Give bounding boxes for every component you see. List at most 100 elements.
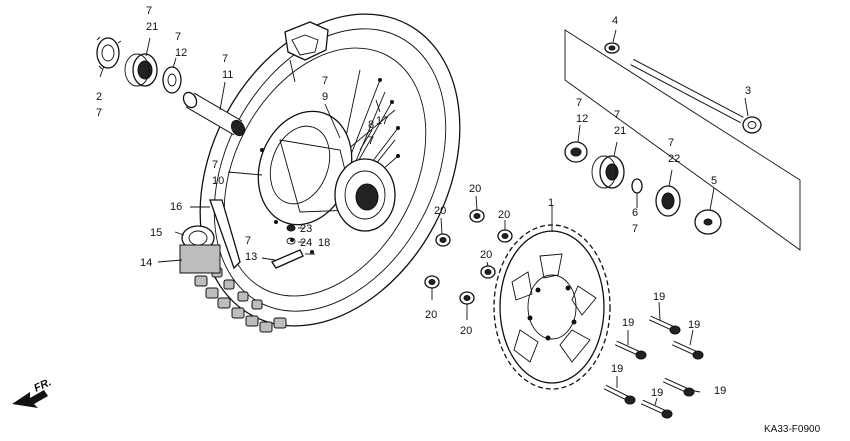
callout-20b: 20	[434, 205, 446, 217]
callout-17: 17	[376, 115, 388, 127]
o-ring	[631, 178, 643, 194]
callout-line: 9	[322, 91, 328, 103]
leader-lines	[99, 29, 749, 406]
callout-line: 21	[146, 21, 158, 33]
callout-line: 7	[614, 109, 620, 121]
valve-parts	[271, 224, 304, 269]
axle	[630, 58, 762, 134]
side-collar	[694, 209, 722, 235]
distance-collar	[182, 91, 246, 137]
callout-line: 12	[576, 113, 588, 125]
callout-18: 18	[318, 237, 330, 249]
callout-20c: 20	[498, 209, 510, 221]
callout-line: 8	[368, 119, 374, 131]
callout-line: 7	[576, 97, 582, 109]
bearing-right	[591, 155, 625, 189]
callout-line: 17	[376, 115, 388, 127]
callout-line: 13	[245, 251, 257, 263]
dust-seal-left	[96, 36, 122, 70]
direction-label: FR.	[32, 376, 53, 394]
callout-line: 24	[300, 237, 312, 249]
callout-4: 4	[612, 15, 618, 27]
diagram-code: KA33-F0900	[764, 424, 821, 435]
callout-line: 19	[653, 291, 665, 303]
callout-line: 1	[548, 197, 554, 209]
callout-3: 3	[745, 85, 751, 97]
callout-line: 7	[668, 137, 674, 149]
callout-line: 20	[434, 205, 446, 217]
callout-14: 14	[140, 257, 152, 269]
callout-line: 20	[498, 209, 510, 221]
callout-20e: 20	[425, 309, 437, 321]
callout-line: 16	[170, 201, 182, 213]
hub	[257, 110, 396, 232]
callout-line: 22	[668, 153, 680, 165]
callout-line: 19	[622, 317, 634, 329]
callout-line: 7	[245, 235, 251, 247]
callout-line: 20	[425, 309, 437, 321]
callout-line: 11	[222, 69, 233, 81]
callout-line: 15	[150, 227, 162, 239]
callout-15: 15	[150, 227, 162, 239]
callout-1: 1	[548, 197, 554, 209]
callout-20f: 20	[460, 325, 472, 337]
callout-line: 23	[300, 223, 312, 235]
callout-line: 7	[632, 223, 638, 235]
callout-line: 7	[212, 159, 218, 171]
callout-23: 23	[300, 223, 312, 235]
callout-line: 10	[212, 175, 224, 187]
chain-guide-assembly	[179, 199, 241, 274]
front-direction-indicator: FR.	[12, 376, 53, 408]
dust-seal-right	[655, 185, 681, 217]
callout-line: 7	[96, 107, 102, 119]
callout-line: 5	[711, 175, 717, 187]
axle-washer	[604, 42, 620, 54]
bearing-left	[124, 53, 158, 87]
callout-19f: 19	[651, 387, 663, 399]
callout-19e: 19	[714, 385, 726, 397]
callout-19a: 19	[653, 291, 665, 303]
callout-line: 18	[318, 237, 330, 249]
sprocket-bolts	[603, 315, 704, 419]
callout-line: 19	[611, 363, 623, 375]
callout-19b: 19	[622, 317, 634, 329]
callout-line: 21	[614, 125, 626, 137]
callout-line: 6	[632, 207, 638, 219]
callout-line: 4	[612, 15, 618, 27]
callout-line: 14	[140, 257, 152, 269]
callout-line: 12	[175, 47, 187, 59]
callout-20d: 20	[480, 249, 492, 261]
callout-line: 20	[469, 183, 481, 195]
callout-line: 19	[688, 319, 700, 331]
axle-group-outline	[564, 29, 801, 251]
callout-line: 20	[460, 325, 472, 337]
bearing-retainer-left	[162, 66, 182, 94]
callout-line: 2	[96, 91, 102, 103]
callout-16: 16	[170, 201, 182, 213]
callout-line: 7	[175, 31, 181, 43]
callout-line: 20	[480, 249, 492, 261]
callout-24: 24	[300, 237, 312, 249]
callout-line: 19	[651, 387, 663, 399]
callout-20a: 20	[469, 183, 481, 195]
callout-line: 3	[745, 85, 751, 97]
callout-line: 7	[146, 5, 152, 17]
sprocket-nuts	[424, 209, 513, 305]
callout-line: 7	[322, 75, 328, 87]
rim-lock-clip	[284, 21, 329, 83]
callout-line: 7	[222, 53, 228, 65]
callout-19d: 19	[611, 363, 623, 375]
